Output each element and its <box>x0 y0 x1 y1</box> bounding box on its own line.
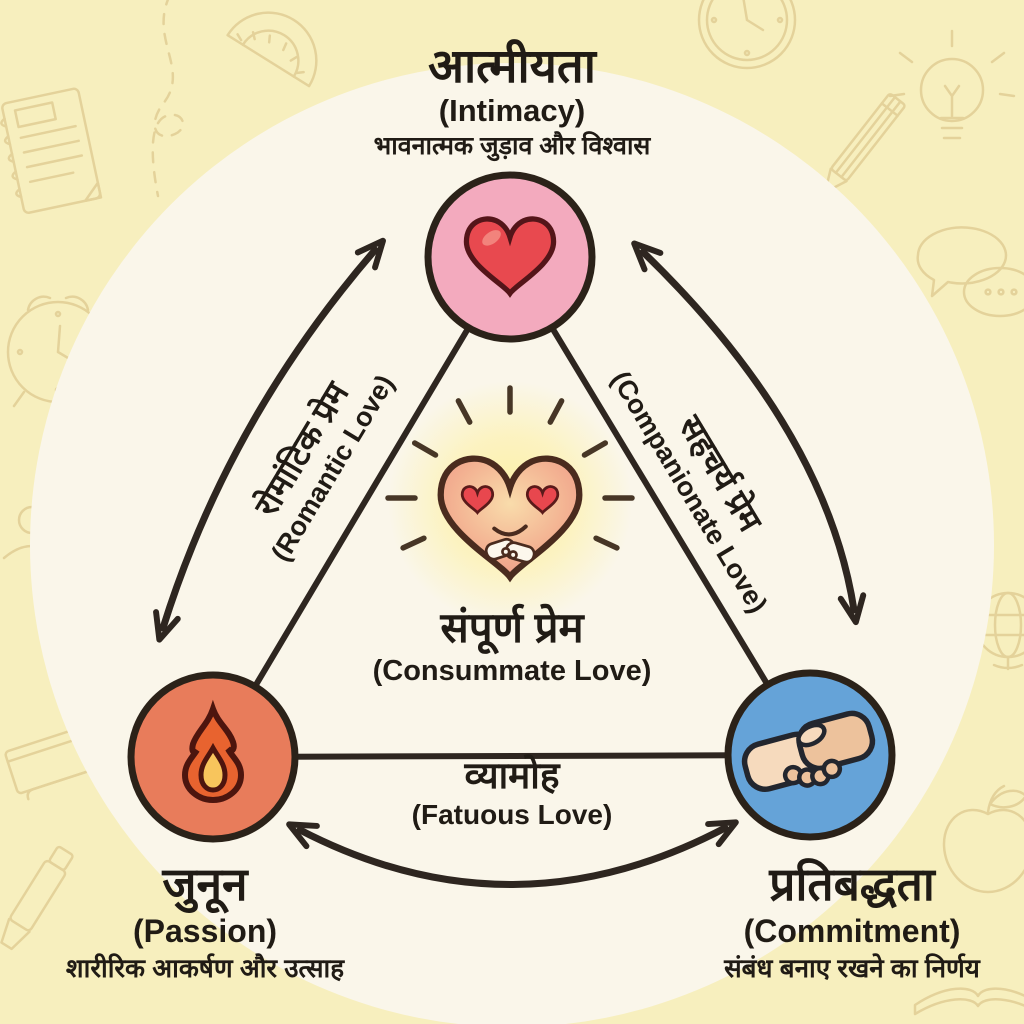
intimacy-description: भावनात्मक जुड़ाव और विश्वास <box>373 132 651 161</box>
consummate-love-hindi: संपूर्ण प्रेम <box>440 604 584 651</box>
intimacy-label-block: आत्मीयता (Intimacy) भावनात्मक जुड़ाव और … <box>202 38 822 163</box>
passion-label-block: जुनून (Passion) शारीरिक आकर्षण और उत्साह <box>5 856 405 986</box>
fatuous-love-label: व्यामोह (Fatuous Love) <box>302 752 722 831</box>
commitment-title-hindi: प्रतिबद्धता <box>769 858 935 910</box>
handshake-icon <box>741 710 876 792</box>
passion-title-hindi: जुनून <box>162 858 248 910</box>
heart-icon <box>463 216 557 298</box>
passion-description: शारीरिक आकर्षण और उत्साह <box>65 952 345 983</box>
companionate-love-arrow <box>631 240 867 626</box>
pencil-doodle <box>823 93 906 194</box>
passion-node <box>127 671 299 843</box>
fatuous-love-arrow <box>286 819 739 888</box>
consummate-love-label: संपूर्ण प्रेम (Consummate Love) <box>252 602 772 688</box>
commitment-label-block: प्रतिबद्धता (Commitment) संबंध बनाए रखने… <box>652 856 1024 986</box>
marker-doodle <box>0 845 74 951</box>
commitment-description: संबंध बनाए रखने का निर्णय <box>724 952 980 983</box>
wall-clock-doodle <box>697 0 797 70</box>
speech-bubbles-doodle <box>916 226 1024 318</box>
fatuous-love-hindi: व्यामोह <box>464 755 560 796</box>
notebook-doodle <box>0 87 103 214</box>
commitment-title-english: (Commitment) <box>743 912 961 949</box>
smiling-heart-handshake-icon <box>437 455 583 583</box>
apple-doodle <box>942 784 1024 894</box>
commitment-node <box>724 669 896 841</box>
intimacy-title-hindi: आत्मीयता <box>428 39 596 92</box>
heart-eye-right <box>525 485 560 515</box>
protractor-doodle <box>226 11 318 88</box>
passion-title-english: (Passion) <box>132 912 278 949</box>
open-book-doodle <box>913 987 1024 1016</box>
intimacy-node <box>424 171 596 343</box>
fatuous-love-english: (Fatuous Love) <box>411 799 613 831</box>
consummate-love-english: (Consummate Love) <box>372 654 652 687</box>
intimacy-title-english: (Intimacy) <box>438 93 586 129</box>
dashed-squiggle-doodle <box>151 0 185 198</box>
romantic-love-arrow <box>153 237 386 643</box>
flame-icon <box>181 699 245 804</box>
heart-eye-left <box>460 485 495 515</box>
sunburst-rays <box>385 385 635 551</box>
mini-handshake <box>484 537 536 564</box>
lightbulb-doodle <box>888 29 1016 140</box>
smile <box>492 524 528 537</box>
